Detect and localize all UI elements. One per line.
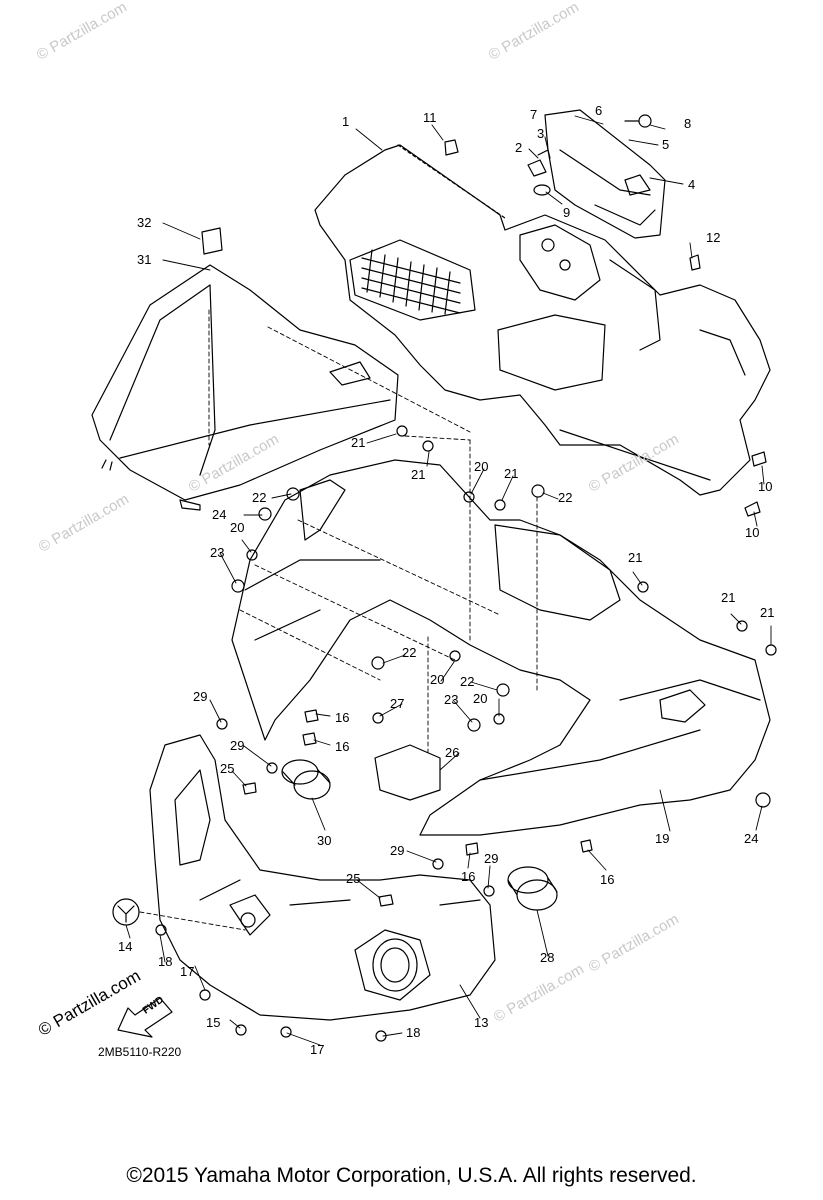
callout-label: 2 xyxy=(515,140,523,155)
callout-label: 18 xyxy=(158,954,173,969)
callout-label: 14 xyxy=(118,939,133,954)
lower-cowl-part xyxy=(149,734,496,1021)
callout-label: 32 xyxy=(137,215,152,230)
callout-label: 11 xyxy=(423,110,437,125)
callout-label: 16 xyxy=(335,739,350,754)
callout-label: 9 xyxy=(563,205,571,220)
callout-label: 20 xyxy=(474,459,489,474)
instrument-housing-part xyxy=(314,144,771,496)
fwd-arrow-icon xyxy=(117,997,173,1038)
callout-label: 16 xyxy=(461,869,476,884)
callout-label: 20 xyxy=(230,520,245,535)
callout-label: 26 xyxy=(445,745,460,760)
callout-label: 23 xyxy=(444,692,459,707)
callout-label: 4 xyxy=(688,177,696,192)
callout-label: 25 xyxy=(346,871,361,886)
callout-label: 3 xyxy=(537,126,545,141)
emblem-14-part xyxy=(112,898,140,926)
callout-label: 17 xyxy=(180,964,195,979)
clips xyxy=(242,709,593,907)
callout-label: 10 xyxy=(758,479,773,494)
fasteners-top xyxy=(444,114,767,517)
callout-label: 7 xyxy=(530,107,538,122)
callout-label: 1 xyxy=(342,114,350,129)
callout-label: 30 xyxy=(317,833,332,848)
callout-label: 21 xyxy=(411,467,426,482)
meter-cover-part xyxy=(544,109,666,239)
callout-label: 21 xyxy=(721,590,736,605)
callout-label: 12 xyxy=(706,230,721,245)
clip-32-part xyxy=(201,227,223,255)
callout-label: 18 xyxy=(406,1025,421,1040)
callout-label: 21 xyxy=(504,466,519,481)
bracket-26-part xyxy=(374,744,441,801)
callout-label: 21 xyxy=(760,605,775,620)
callout-label: 24 xyxy=(744,831,759,846)
callout-label: 16 xyxy=(600,872,615,887)
rings-part xyxy=(281,759,558,911)
callout-label: 29 xyxy=(230,738,245,753)
callout-label: 25 xyxy=(220,761,235,776)
callout-label: 8 xyxy=(684,116,692,131)
screws xyxy=(155,425,777,1042)
callout-label: 22 xyxy=(402,645,417,660)
callout-label: 19 xyxy=(655,831,670,846)
callout-label: 24 xyxy=(212,507,227,522)
callout-label: 16 xyxy=(335,710,350,725)
callout-label: 28 xyxy=(540,950,555,965)
callout-label: 22 xyxy=(252,490,267,505)
diagram-code: 2MB5110-R220 xyxy=(98,1045,182,1059)
callout-label: 21 xyxy=(628,550,643,565)
front-cowl-part xyxy=(231,459,771,836)
callout-label: 29 xyxy=(484,851,499,866)
callout-label: 15 xyxy=(206,1015,221,1030)
visor-part xyxy=(91,264,399,511)
leader-lines xyxy=(125,115,772,1046)
callout-label: 20 xyxy=(430,672,445,687)
callout-label: 13 xyxy=(474,1015,489,1030)
callout-label: 27 xyxy=(390,696,405,711)
callout-label: 21 xyxy=(351,435,366,450)
callout-label: 22 xyxy=(558,490,573,505)
callout-label: 29 xyxy=(193,689,208,704)
callout-label: 17 xyxy=(310,1042,325,1057)
copyright-notice: ©2015 Yamaha Motor Corporation, U.S.A. A… xyxy=(126,1164,697,1187)
callout-label: 31 xyxy=(137,252,152,267)
callout-label: 22 xyxy=(460,674,475,689)
callout-label: 23 xyxy=(210,545,225,560)
callout-label: 10 xyxy=(745,525,760,540)
callout-label: 20 xyxy=(473,691,488,706)
callout-label: 5 xyxy=(662,137,670,152)
callout-label: 6 xyxy=(595,103,603,118)
callout-label: 29 xyxy=(390,843,405,858)
